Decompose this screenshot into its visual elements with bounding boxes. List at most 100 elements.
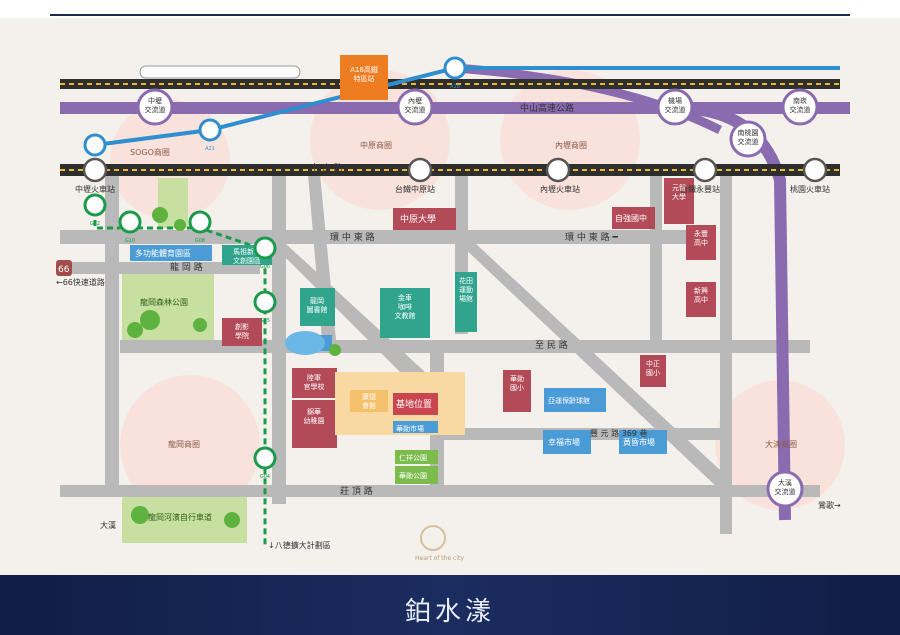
brand-mark-text: Heart of the city bbox=[415, 555, 464, 562]
station-neili: 內壢火車站 bbox=[540, 184, 580, 194]
poi-yuanzhi: 元智大學 bbox=[672, 183, 686, 201]
brand-mark-icon bbox=[420, 525, 446, 551]
poi-chuangying: 創影學院 bbox=[235, 322, 249, 340]
station-zhongyuan: 台鐵中原站 bbox=[395, 184, 435, 194]
project-title: 鉑水漾 bbox=[404, 597, 495, 627]
poi-huaxun-park: 華勛公園 bbox=[399, 471, 427, 480]
interchange-daxi-icon bbox=[766, 470, 804, 508]
metro-g12-icon: G12 bbox=[83, 193, 107, 227]
poi-cycu: 中原大學 bbox=[400, 213, 436, 225]
metro-g06-label: G06 bbox=[260, 264, 270, 270]
road-dachuan: 大漢 bbox=[100, 520, 116, 530]
metro-a18-label: A18 bbox=[450, 84, 460, 90]
footer-banner: 鉑水漾 bbox=[0, 575, 900, 635]
poi-zhongzheng: 中正國小 bbox=[646, 359, 660, 377]
poi-huaxun-market: 華勛市場 bbox=[396, 424, 424, 433]
rail-station-icon bbox=[407, 157, 433, 183]
poi-machu: 馬祖新村文創園區 bbox=[233, 247, 261, 265]
interchange-nankan-icon bbox=[781, 88, 819, 126]
poi-sports: 多功能體育園區 bbox=[135, 248, 191, 258]
map-canvas: 中山高速公路 中 山 路 環 中 東 路 環 中 東 路 ━ 至 民 路 龍 岡… bbox=[56, 55, 850, 562]
poi-gym: 金車咖啡文教館 bbox=[395, 293, 416, 320]
road-zhongshan-hwy: 中山高速公路 bbox=[520, 102, 574, 114]
metro-g08-label: G08 bbox=[195, 238, 205, 244]
interchange-nanchao: 南桃園交流道 bbox=[738, 128, 759, 146]
map-labels: 中山高速公路 中 山 路 環 中 東 路 環 中 東 路 ━ 至 民 路 龍 岡… bbox=[56, 102, 841, 562]
poi-xinxing-hs: 新興高中 bbox=[694, 286, 708, 304]
location-map: 中山高速公路 中 山 路 環 中 東 路 環 中 東 路 ━ 至 民 路 龍 岡… bbox=[0, 0, 900, 575]
poi-huaxun: 華勛國小 bbox=[510, 374, 524, 392]
poi-lanqiu: 亞運保齡球館 bbox=[548, 396, 590, 405]
road-fengyuan: 豐 元 路 369 巷 bbox=[590, 428, 647, 438]
poi-yongfeng-hs: 永豐高中 bbox=[694, 229, 708, 247]
poi-site: 基地位置 bbox=[396, 398, 432, 410]
rail-station-icon bbox=[82, 157, 108, 183]
shopping-zhongyuan: 中原商圈 bbox=[360, 140, 392, 150]
interchange-neili: 內壢交流道 bbox=[405, 96, 426, 114]
metro-badges: A21A18G03G12G10G08G06G05G04 bbox=[83, 56, 467, 480]
poi-yinhua: 陸軍官學校 bbox=[304, 373, 325, 391]
lake bbox=[285, 331, 325, 355]
frame-rule bbox=[50, 14, 850, 16]
poi-ziqiang: 自強國中 bbox=[615, 213, 647, 223]
interchange-zhongli-icon bbox=[136, 88, 174, 126]
poi-longzhu: 龍岡圖書館 bbox=[307, 296, 328, 314]
station-taoyuan: 桃園火車站 bbox=[790, 184, 830, 194]
metro-g08-icon: G08 bbox=[188, 210, 212, 244]
metro-a21-label: A21 bbox=[205, 146, 215, 152]
poi-longgang-park: 龍岡森林公園 bbox=[140, 297, 188, 307]
interchange-neili-icon bbox=[396, 88, 434, 126]
hsr-station-label: A18高鐵特區站 bbox=[350, 65, 378, 83]
hwy-66-number: 66 bbox=[58, 265, 70, 275]
poi-huangdi: 黃昏市場 bbox=[623, 437, 655, 447]
road-huandong-east: 環 中 東 路 ━ bbox=[565, 231, 618, 243]
hwy-66 bbox=[56, 260, 72, 276]
metro-g04-icon: G04 bbox=[253, 446, 277, 480]
rail-station-icons bbox=[82, 157, 828, 183]
interchange-zhongli: 中壢交流道 bbox=[145, 96, 166, 114]
railway bbox=[60, 164, 840, 176]
metro-g05-label: G05 bbox=[260, 318, 270, 324]
interchange-nanchao-icon bbox=[729, 120, 767, 158]
road-huandong: 環 中 東 路 bbox=[330, 231, 375, 243]
metro-g05-icon: G05 bbox=[253, 290, 277, 324]
poi-kangxiang: 康德會館 bbox=[362, 392, 376, 410]
shopping-dahan: 大湳商圈 bbox=[765, 439, 797, 449]
poi-xingfu: 幸福市場 bbox=[548, 437, 580, 447]
road-bade: ↓八德擴大計劃區 bbox=[268, 540, 331, 550]
poi-renxiang: 仁祥公園 bbox=[399, 453, 427, 462]
poi-haixin: 錦華幼稚園 bbox=[304, 407, 325, 425]
road-zhongshan: 中 山 路 bbox=[310, 162, 343, 174]
frame-top bbox=[0, 0, 900, 18]
metro-g06-icon: G06 bbox=[253, 236, 277, 270]
rail-station-icon bbox=[692, 157, 718, 183]
rail-station-icon bbox=[545, 157, 571, 183]
road-xuanding: 莊 頂 路 bbox=[340, 485, 373, 497]
metro-a18-icon: A18 bbox=[443, 56, 467, 90]
interchange-jichang: 機場交流道 bbox=[665, 96, 686, 114]
station-yongfeng: 台鐵永豐站 bbox=[680, 184, 720, 194]
hwy-66-label: ←66快速道路 bbox=[56, 277, 105, 287]
metro-g10-icon: G10 bbox=[118, 210, 142, 244]
interchange-jichang-icon bbox=[656, 88, 694, 126]
road-longgang: 龍 岡 路 bbox=[170, 261, 203, 273]
poi-huatian: 花田運動場館 bbox=[459, 276, 473, 303]
multiline-labels: A18高鐵特區站中壢交流道內壢交流道機場交流道南崁交流道南桃園交流道大溪交流道元… bbox=[136, 65, 819, 508]
road-yingge: 鶯歌→ bbox=[818, 500, 841, 510]
metro-g12-label: G12 bbox=[90, 221, 100, 227]
shopping-longgang: 龍岡商圈 bbox=[168, 439, 200, 449]
shopping-neili: 內壢商圈 bbox=[555, 140, 587, 150]
interchange-daxi: 大溪交流道 bbox=[775, 478, 796, 496]
rail-station-icon bbox=[802, 157, 828, 183]
poi-bike: 龍岡河濱自行車道 bbox=[148, 512, 212, 522]
hsr-station-marker bbox=[340, 55, 388, 100]
hsr-line bbox=[60, 65, 840, 89]
poi-blocks bbox=[130, 178, 716, 484]
airport-mrt-line bbox=[94, 66, 840, 147]
shopping-sogo: SOGO商圈 bbox=[130, 147, 170, 157]
trees bbox=[127, 207, 341, 528]
metro-g04-label: G04 bbox=[260, 474, 270, 480]
station-zhongli: 中壢火車站 bbox=[75, 184, 115, 194]
metro-g10-label: G10 bbox=[125, 238, 135, 244]
road-zhimin: 至 民 路 bbox=[535, 339, 568, 351]
